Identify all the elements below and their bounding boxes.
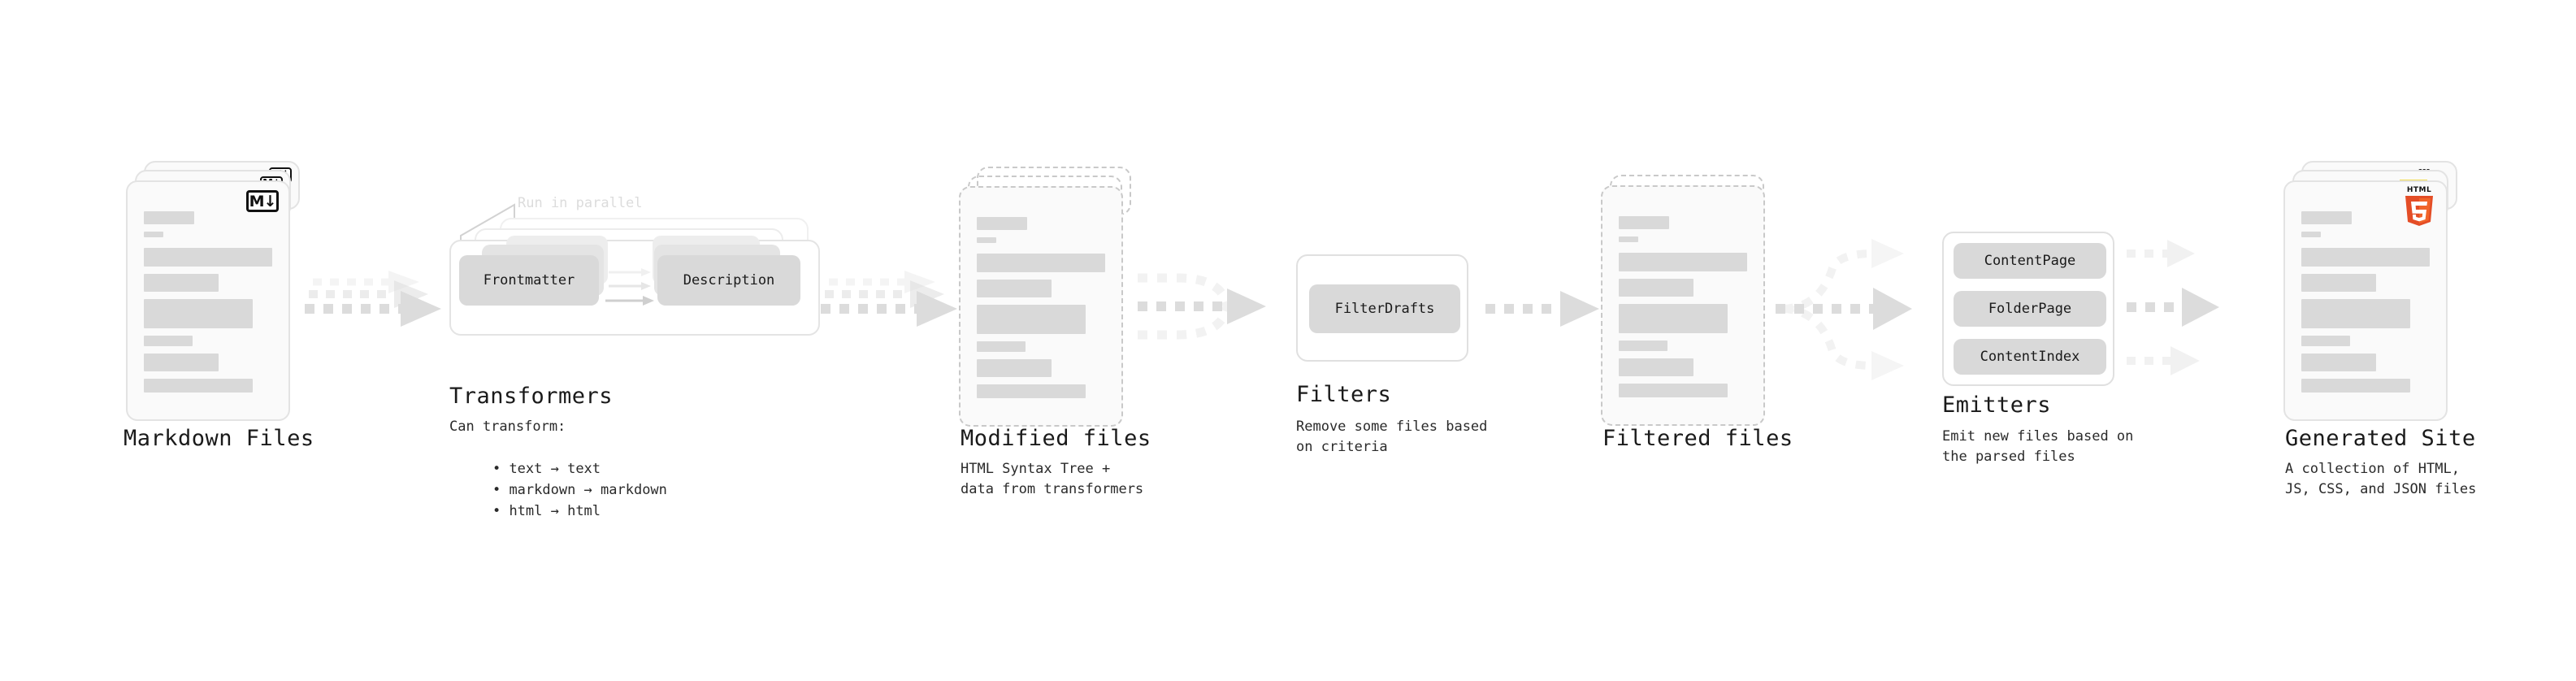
chip-description[interactable]: Description bbox=[657, 255, 800, 306]
bar bbox=[977, 305, 1086, 334]
arrow-markdown-to-transformers bbox=[305, 271, 441, 327]
stage-markdown-files: M↓ M↓ M↓ bbox=[126, 161, 301, 421]
bar bbox=[1619, 358, 1693, 376]
subtitle-generated-site: A collection of HTML, JS, CSS, and JSON … bbox=[2285, 461, 2477, 497]
html5-icon: HTML bbox=[2402, 187, 2436, 232]
site-card-front: HTML bbox=[2283, 180, 2448, 421]
transformer-inner-arrows bbox=[605, 268, 654, 306]
bar bbox=[144, 379, 254, 393]
modified-card-front bbox=[959, 186, 1123, 427]
bar bbox=[2301, 336, 2351, 346]
bar bbox=[144, 211, 194, 224]
markdown-icon: M↓ bbox=[246, 190, 279, 212]
chip-filterdrafts-label: FilterDrafts bbox=[1334, 301, 1435, 317]
bar bbox=[1619, 236, 1638, 242]
transformers-bullet-0: • text → text bbox=[459, 439, 601, 500]
markdown-card-front: M↓ bbox=[126, 180, 290, 421]
stage-generated-site: CSS HTML bbox=[2283, 161, 2458, 421]
bar bbox=[144, 299, 254, 328]
subtitle-modified-files: HTML Syntax Tree + data from transformer… bbox=[961, 461, 1144, 497]
bullet-text: html → html bbox=[509, 503, 601, 519]
bar bbox=[977, 280, 1052, 297]
arrow-transformers-to-modified bbox=[821, 271, 957, 327]
bar bbox=[1619, 384, 1728, 397]
label-filters: Filters bbox=[1296, 382, 1392, 407]
bar bbox=[977, 217, 1027, 230]
filtered-card-front bbox=[1601, 185, 1765, 426]
bar bbox=[1619, 216, 1669, 229]
doc-content-bars bbox=[2301, 211, 2430, 400]
label-transformers: Transformers bbox=[449, 384, 614, 409]
subtitle-emitters: Emit new files based on the parsed files bbox=[1942, 428, 2134, 465]
chip-contentpage-label: ContentPage bbox=[1984, 253, 2076, 269]
label-modified-files: Modified files bbox=[961, 426, 1151, 451]
bullet-text: markdown → markdown bbox=[509, 482, 667, 498]
bullet-dot: • bbox=[492, 482, 510, 498]
bar bbox=[1619, 304, 1728, 333]
chip-filterdrafts[interactable]: FilterDrafts bbox=[1309, 284, 1460, 333]
stage-filtered-files bbox=[1601, 175, 1776, 427]
subtitle-transformers: Can transform: bbox=[449, 419, 566, 435]
bullet-dot: • bbox=[492, 503, 510, 519]
arrow-emitters-to-site bbox=[2127, 240, 2219, 375]
modified-card-stack bbox=[959, 167, 1134, 427]
emitters-box: ContentPage FolderPage ContentIndex bbox=[1942, 232, 2114, 386]
bar bbox=[144, 354, 219, 371]
bar bbox=[977, 384, 1086, 398]
filtered-card-stack bbox=[1601, 175, 1776, 427]
bar bbox=[977, 254, 1105, 272]
html5-wordmark: HTML bbox=[2406, 186, 2432, 194]
bar bbox=[2301, 248, 2430, 267]
chip-frontmatter-label: Frontmatter bbox=[483, 272, 575, 288]
bar bbox=[1619, 340, 1668, 351]
chip-contentindex[interactable]: ContentIndex bbox=[1954, 339, 2106, 375]
label-emitters: Emitters bbox=[1942, 393, 2052, 418]
doc-content-bars bbox=[144, 211, 272, 400]
bar bbox=[144, 274, 219, 292]
label-run-in-parallel: Run in parallel bbox=[518, 195, 643, 211]
subtitle-filters: Remove some files based on criteria bbox=[1296, 419, 1488, 455]
filters-box: FilterDrafts bbox=[1296, 254, 1468, 362]
bar bbox=[1619, 253, 1747, 271]
label-markdown-files: Markdown Files bbox=[124, 426, 314, 451]
markdown-card-stack: M↓ M↓ M↓ bbox=[126, 161, 301, 421]
bar bbox=[2301, 274, 2376, 292]
bar bbox=[144, 232, 163, 237]
transformers-bullet-1: • markdown → markdown bbox=[459, 460, 667, 521]
bar bbox=[2301, 379, 2411, 393]
bar bbox=[2301, 211, 2352, 224]
bar bbox=[2301, 299, 2411, 328]
doc-content-bars bbox=[977, 217, 1105, 406]
label-generated-site: Generated Site bbox=[2285, 426, 2476, 451]
stage-modified-files bbox=[959, 167, 1134, 427]
bar bbox=[1619, 279, 1693, 297]
bullet-text: text → text bbox=[509, 461, 601, 477]
bar bbox=[977, 359, 1052, 377]
chip-frontmatter[interactable]: Frontmatter bbox=[459, 255, 599, 306]
bar bbox=[144, 248, 272, 267]
arrow-filters-to-filtered bbox=[1485, 291, 1599, 327]
bar bbox=[977, 341, 1026, 352]
bar bbox=[2301, 354, 2376, 371]
bar bbox=[977, 237, 996, 243]
transformers-bullet-2: • html → html bbox=[459, 481, 601, 542]
bar bbox=[2301, 232, 2321, 237]
chip-description-label: Description bbox=[683, 272, 775, 288]
bullet-dot: • bbox=[492, 461, 510, 477]
chip-contentpage[interactable]: ContentPage bbox=[1954, 243, 2106, 279]
site-card-stack: CSS HTML bbox=[2283, 161, 2458, 421]
label-filtered-files: Filtered files bbox=[1602, 426, 1793, 451]
chip-folderpage[interactable]: FolderPage bbox=[1954, 291, 2106, 327]
html5-shield bbox=[2405, 196, 2433, 226]
chip-contentindex-label: ContentIndex bbox=[1980, 349, 2080, 365]
chip-folderpage-label: FolderPage bbox=[1988, 301, 2072, 317]
doc-content-bars bbox=[1619, 216, 1747, 405]
arrow-modified-to-filters bbox=[1138, 273, 1266, 340]
arrow-filtered-to-emitters bbox=[1776, 239, 1912, 380]
bar bbox=[144, 336, 193, 346]
